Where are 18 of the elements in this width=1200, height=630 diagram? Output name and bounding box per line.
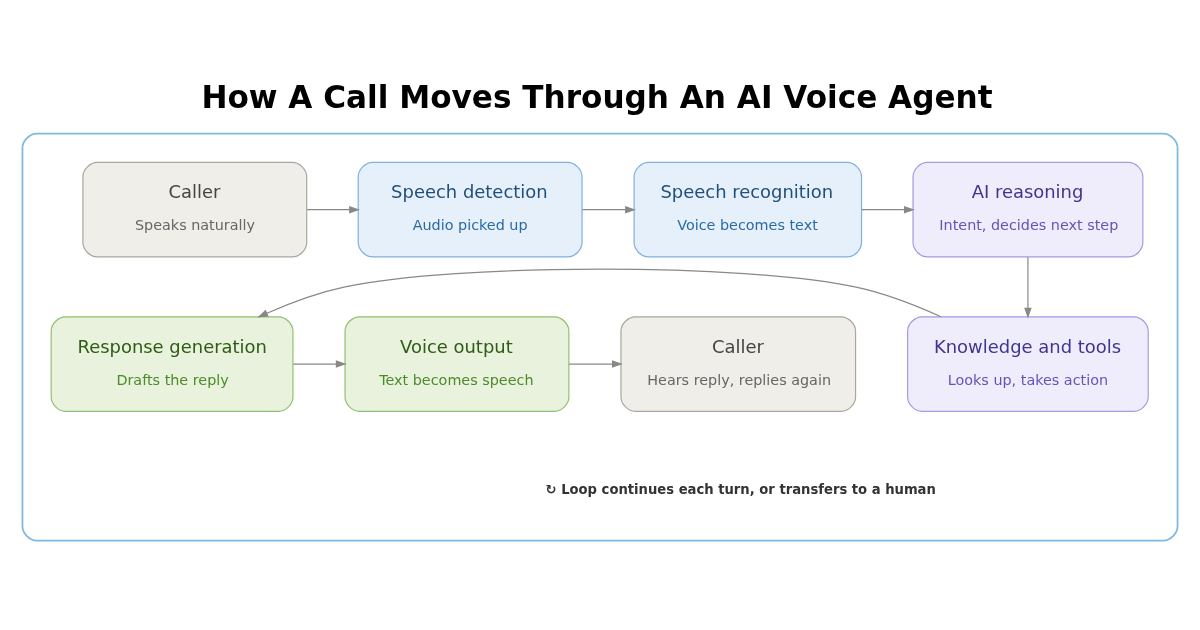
label: ↻ Loop continues each turn, or transfers to a human [545,481,936,497]
arrow [292,360,347,368]
arrow [861,205,915,214]
node-box: Caller Speaks naturally [82,161,308,258]
node-box: Caller Hears reply, replies again [620,316,857,412]
arrow [568,360,623,368]
arrow [581,205,636,214]
node-box: Knowledge and tools Looks up, takes action [907,316,1149,412]
node-box: Response generation Drafts the reply [50,316,294,412]
node-box: Voice output Text becomes speech [344,316,570,412]
diagram-title: How A Call Moves Through An AI Voice Agent [201,79,993,116]
arrow [306,205,360,214]
node-box: Speech recognition Voice becomes text [633,161,863,258]
arrow [1024,256,1032,319]
cluster [21,132,1179,542]
node-box: AI reasoning Intent, decides next step [912,161,1144,258]
arrow [257,268,942,318]
node-box: Speech detection Audio picked up [357,161,583,258]
